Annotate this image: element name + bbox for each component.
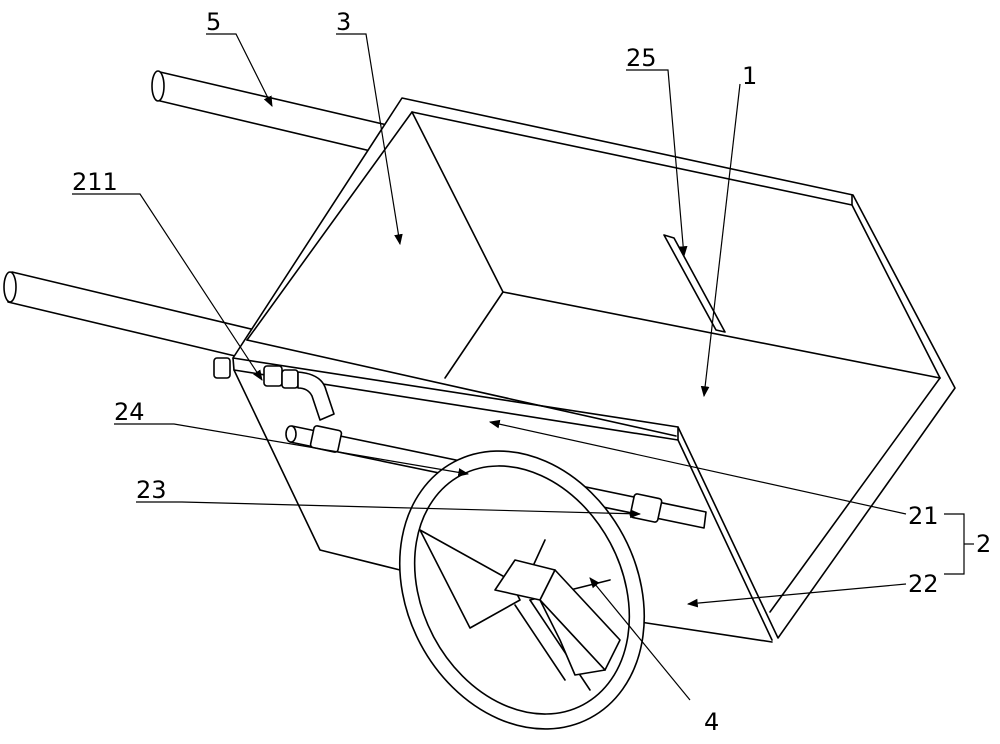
part-labels: 5 3 25 1 211 24 23 21 22 2 4 bbox=[72, 8, 991, 736]
label-1: 1 bbox=[742, 62, 757, 90]
handle-upper bbox=[151, 70, 401, 159]
leader-lines bbox=[72, 33, 974, 701]
label-2: 2 bbox=[976, 530, 991, 558]
label-25: 25 bbox=[626, 44, 657, 72]
label-24: 24 bbox=[114, 398, 145, 426]
label-23: 23 bbox=[136, 476, 167, 504]
cart-body bbox=[232, 97, 956, 643]
label-21: 21 bbox=[908, 502, 939, 530]
wheel bbox=[398, 450, 646, 730]
label-3: 3 bbox=[336, 8, 351, 36]
inner-slot bbox=[663, 234, 726, 333]
handle-lower bbox=[3, 271, 256, 361]
label-211: 211 bbox=[72, 168, 118, 196]
label-5: 5 bbox=[206, 8, 221, 36]
nozzle-assembly bbox=[213, 357, 335, 421]
label-4: 4 bbox=[704, 708, 719, 736]
label-22: 22 bbox=[908, 570, 939, 598]
